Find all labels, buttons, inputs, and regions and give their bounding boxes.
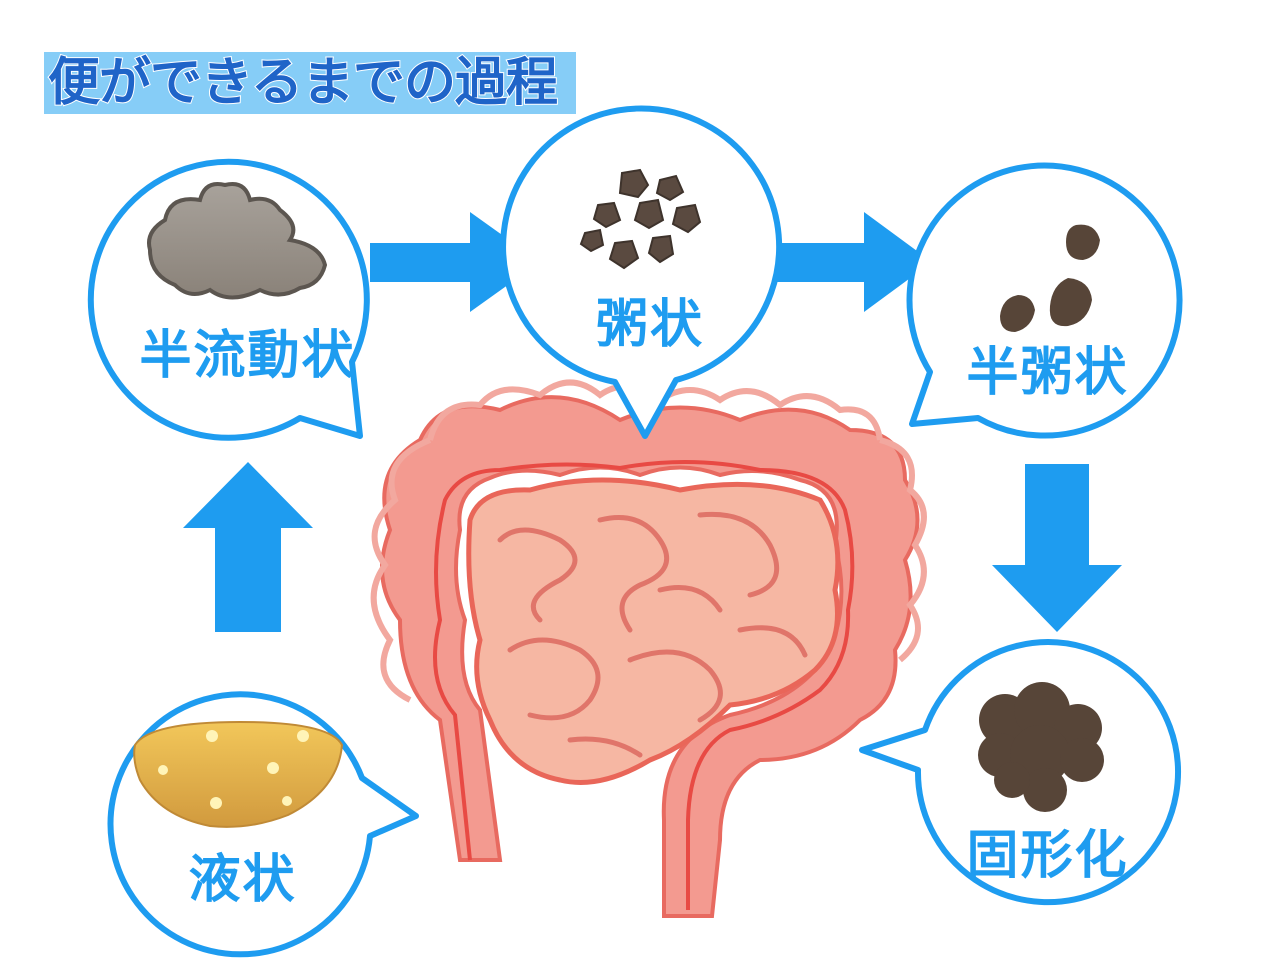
colon-outer (380, 395, 920, 918)
arrow-down (992, 464, 1122, 632)
large-intestine-illustration (370, 379, 927, 918)
stool-porridge-icon (579, 168, 702, 270)
label-solid: 固形化 (966, 826, 1129, 886)
bubble-semi-porridge (906, 162, 1183, 439)
label-semi-fluid: 半流動状 (139, 326, 356, 386)
stool-solid-icon (978, 682, 1104, 812)
label-porridge: 粥状 (595, 295, 704, 355)
arrow-right-1 (370, 212, 540, 312)
label-semi-porridge: 半粥状 (966, 343, 1129, 403)
stool-semi-fluid-icon (147, 182, 328, 300)
flow-arrows (183, 212, 1122, 632)
title-band (44, 52, 576, 114)
arrow-right-2 (764, 212, 932, 312)
label-liquid: 液状 (188, 850, 297, 910)
small-intestine (466, 477, 841, 785)
stool-semi-porridge-icon (1000, 224, 1100, 332)
small-intestine-folds (497, 511, 808, 758)
bubble-porridge (500, 105, 783, 439)
page-title: 便ができるまでの過程 (47, 52, 559, 114)
arrow-up (183, 462, 313, 632)
stool-liquid-icon (133, 720, 344, 828)
colon-inner-wall (433, 460, 855, 910)
